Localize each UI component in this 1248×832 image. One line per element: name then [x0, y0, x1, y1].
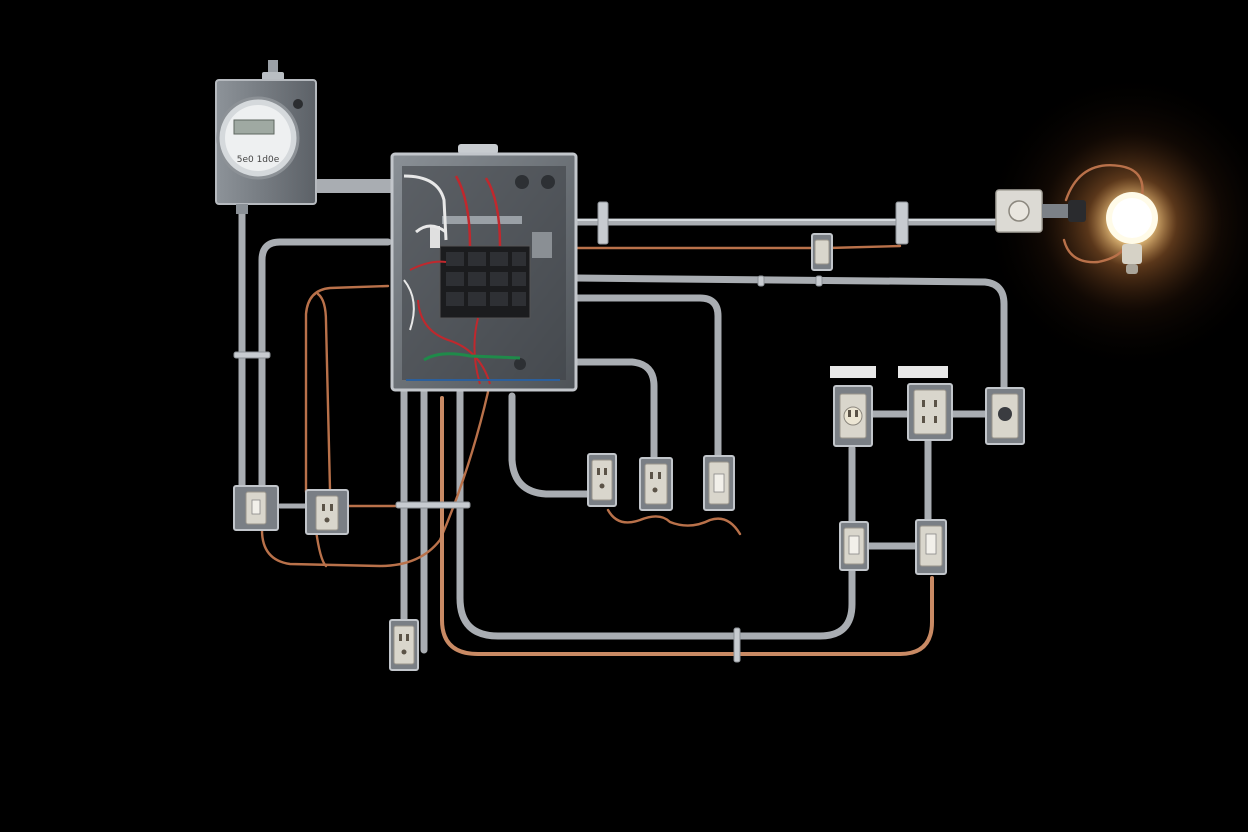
- outlet-right-2: [907, 383, 953, 441]
- switch-lower-1: [839, 521, 869, 571]
- bottom-outlet-box: [389, 619, 419, 671]
- copper-wires: [260, 164, 1144, 656]
- breaker-stack: [439, 232, 552, 319]
- conduit-runs: [238, 179, 1008, 654]
- conduit-straps: [233, 201, 909, 663]
- outlet-right-1: [833, 385, 873, 447]
- breaker-panel: [390, 144, 578, 392]
- left-switch-box: [233, 485, 279, 531]
- light-bulb: [995, 189, 1158, 274]
- outlet-mid-2: [639, 457, 673, 511]
- right-cluster: [830, 366, 1025, 575]
- left-outlet-box: [305, 489, 349, 535]
- outlet-mid-1: [587, 453, 617, 507]
- switch-mid: [703, 455, 735, 511]
- electric-meter: 5e0 1d0e: [215, 60, 317, 214]
- switch-lower-2: [915, 519, 947, 575]
- inline-switch: [811, 233, 833, 271]
- meter-dial-text: 5e0 1d0e: [237, 155, 280, 165]
- switch-right: [985, 387, 1025, 445]
